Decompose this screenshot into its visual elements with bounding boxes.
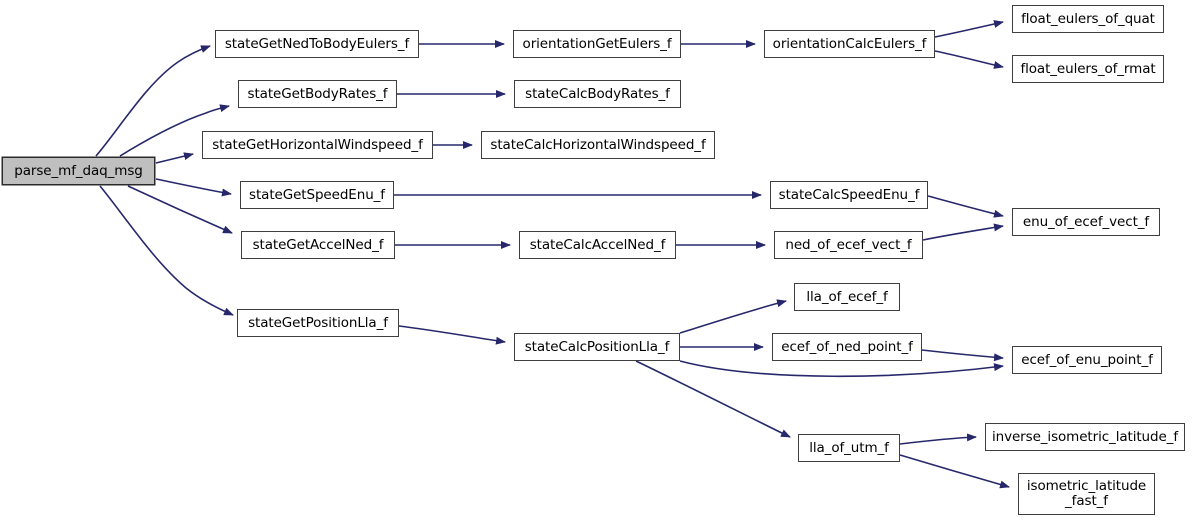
graph-node-stateGetHorizontalWindspeed_f[interactable]: stateGetHorizontalWindspeed_f bbox=[202, 131, 433, 159]
graph-node-stateCalcSpeedEnu_f[interactable]: stateCalcSpeedEnu_f bbox=[770, 181, 928, 209]
graph-edge-parse_mf_daq_msg--to--stateGetHorizontalWindspeed_f bbox=[155, 152, 194, 164]
graph-node-inverse_isometric_latitude_f[interactable]: inverse_isometric_latitude_f bbox=[985, 423, 1185, 451]
graph-node-isometric_latitude_fast_f[interactable]: isometric_latitude _fast_f bbox=[1018, 473, 1155, 515]
graph-edge-parse_mf_daq_msg--to--stateGetNedToBodyEulers_f bbox=[95, 45, 211, 157]
graph-edge-parse_mf_daq_msg--to--stateGetPositionLla_f bbox=[99, 185, 234, 316]
graph-edge-stateCalcPositionLla_f--to--lla_of_utm_f bbox=[635, 360, 791, 438]
graph-edge-lla_of_utm_f--to--inverse_isometric_latitude_f bbox=[899, 433, 977, 445]
graph-node-ecef_of_enu_point_f[interactable]: ecef_of_enu_point_f bbox=[1012, 346, 1162, 374]
graph-node-stateCalcAccelNed_f[interactable]: stateCalcAccelNed_f bbox=[519, 231, 676, 259]
graph-node-stateCalcBodyRates_f[interactable]: stateCalcBodyRates_f bbox=[514, 80, 681, 108]
graph-edge-orientationCalcEulers_f--to--float_eulers_of_quat bbox=[934, 20, 1004, 38]
graph-node-float_eulers_of_rmat[interactable]: float_eulers_of_rmat bbox=[1012, 55, 1164, 83]
graph-node-float_eulers_of_quat[interactable]: float_eulers_of_quat bbox=[1012, 5, 1164, 33]
graph-node-lla_of_ecef_f[interactable]: lla_of_ecef_f bbox=[794, 283, 900, 311]
graph-node-stateGetNedToBodyEulers_f[interactable]: stateGetNedToBodyEulers_f bbox=[215, 30, 419, 58]
graph-node-orientationCalcEulers_f[interactable]: orientationCalcEulers_f bbox=[764, 30, 935, 58]
graph-edge-ned_of_ecef_vect_f--to--enu_of_ecef_vect_f bbox=[922, 223, 1004, 241]
graph-node-stateGetSpeedEnu_f[interactable]: stateGetSpeedEnu_f bbox=[240, 181, 394, 209]
graph-edge-lla_of_utm_f--to--isometric_latitude_fast_f bbox=[899, 454, 1010, 489]
graph-node-lla_of_utm_f[interactable]: lla_of_utm_f bbox=[798, 434, 900, 462]
graph-edge-stateGetPositionLla_f--to--stateCalcPositionLla_f bbox=[398, 325, 506, 345]
graph-edge-orientationCalcEulers_f--to--float_eulers_of_rmat bbox=[934, 50, 1004, 69]
graph-node-orientationGetEulers_f[interactable]: orientationGetEulers_f bbox=[513, 30, 681, 58]
graph-node-ned_of_ecef_vect_f[interactable]: ned_of_ecef_vect_f bbox=[774, 231, 923, 259]
graph-node-stateCalcHorizontalWindspeed_f[interactable]: stateCalcHorizontalWindspeed_f bbox=[481, 131, 715, 159]
graph-node-parse_mf_daq_msg[interactable]: parse_mf_daq_msg bbox=[2, 157, 155, 185]
graph-edge-stateCalcSpeedEnu_f--to--enu_of_ecef_vect_f bbox=[927, 195, 1004, 218]
graph-node-stateGetAccelNed_f[interactable]: stateGetAccelNed_f bbox=[241, 231, 395, 259]
graph-node-stateGetPositionLla_f[interactable]: stateGetPositionLla_f bbox=[237, 309, 399, 337]
graph-node-enu_of_ecef_vect_f[interactable]: enu_of_ecef_vect_f bbox=[1012, 208, 1160, 236]
graph-edge-parse_mf_daq_msg--to--stateGetAccelNed_f bbox=[127, 185, 233, 234]
graph-edge-stateCalcPositionLla_f--to--lla_of_ecef_f bbox=[679, 299, 787, 334]
graph-edge-stateCalcPositionLla_f--to--ecef_of_enu_point_f bbox=[679, 360, 1004, 378]
graph-edge-parse_mf_daq_msg--to--stateGetSpeedEnu_f bbox=[155, 178, 232, 197]
graph-node-ecef_of_ned_point_f[interactable]: ecef_of_ned_point_f bbox=[772, 333, 922, 361]
graph-edge-parse_mf_daq_msg--to--stateGetBodyRates_f bbox=[119, 104, 230, 157]
graph-node-stateGetBodyRates_f[interactable]: stateGetBodyRates_f bbox=[238, 80, 397, 108]
graph-edge-ecef_of_ned_point_f--to--ecef_of_enu_point_f bbox=[921, 349, 1004, 362]
graph-node-stateCalcPositionLla_f[interactable]: stateCalcPositionLla_f bbox=[514, 333, 680, 361]
